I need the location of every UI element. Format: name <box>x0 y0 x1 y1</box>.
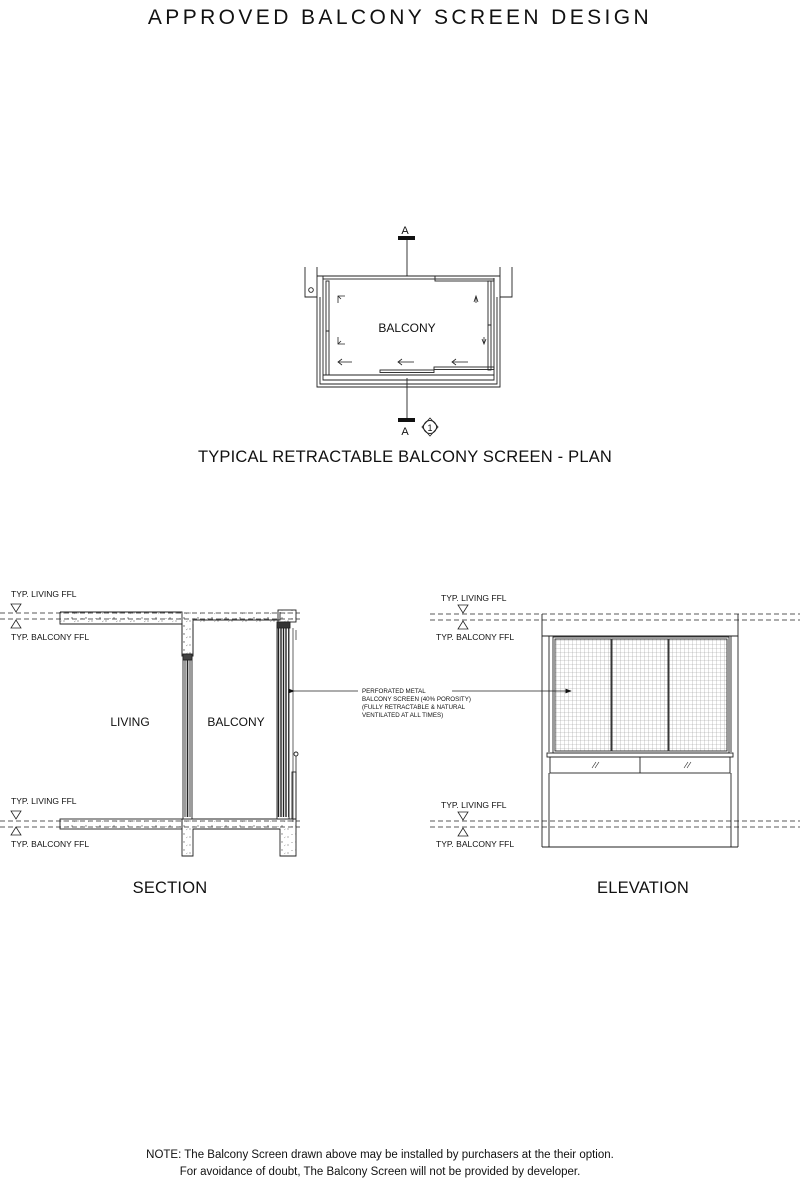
section-marker-bar-bottom <box>398 418 415 422</box>
plan-room-label: BALCONY <box>378 321 435 335</box>
section-bottom-slab-living <box>59 818 183 830</box>
section-marker-top: A <box>401 225 409 237</box>
plan-screen-panel-right-2 <box>487 324 492 371</box>
section-bottom-slab-balcony <box>181 818 297 857</box>
plan-parapet-mid <box>319 297 498 385</box>
elevation-screen-panel-1 <box>554 638 612 752</box>
section-sliding-door <box>182 653 193 820</box>
plan-retract-arrows <box>337 294 487 366</box>
elevation-top-beam <box>541 614 739 637</box>
elevation-level-top-lower: TYP. BALCONY FFL <box>436 632 514 642</box>
section-marker-bar-top <box>398 236 415 240</box>
elevation-screen-panel-3 <box>668 638 728 752</box>
elevation-view <box>430 604 800 848</box>
section-balcony-screen <box>276 621 294 822</box>
elevation-level-markers <box>457 604 469 837</box>
detail-reference-symbol <box>421 417 439 437</box>
elevation-level-bottom-upper: TYP. LIVING FFL <box>441 800 507 810</box>
plan-screen-panel-right <box>487 280 492 326</box>
glass-mark-icon <box>591 761 600 769</box>
section-balcony-label: BALCONY <box>207 715 264 729</box>
glass-mark-icon <box>683 761 692 769</box>
section-annotation: PERFORATED METAL BALCONY SCREEN (40% POR… <box>362 688 471 719</box>
section-level-top-lower: TYP. BALCONY FFL <box>11 632 89 642</box>
plan-wall-left <box>304 267 318 298</box>
section-top-beam <box>277 609 297 623</box>
plan-screen-panel-top-1 <box>322 275 436 280</box>
annotation-line-3: (FULLY RETRACTABLE & NATURAL <box>362 704 466 711</box>
elevation-screen-panel-2 <box>611 638 669 752</box>
plan-wall-right <box>499 267 513 298</box>
footer-note: NOTE: The Balcony Screen drawn above may… <box>0 1147 760 1181</box>
section-caption: SECTION <box>132 879 208 897</box>
plan-parapet-outer <box>316 297 501 388</box>
plan-parapet-inner <box>322 278 495 381</box>
plan-drain-icon <box>308 287 314 293</box>
section-railing-knob-icon <box>293 751 299 757</box>
annotation-line-2: BALCONY SCREEN (40% POROSITY) <box>362 696 471 703</box>
section-level-bottom-upper: TYP. LIVING FFL <box>11 796 77 806</box>
section-parapet <box>291 771 297 820</box>
section-living-label: LIVING <box>110 715 149 729</box>
elevation-sill <box>546 752 734 758</box>
footer-note-line-2: For avoidance of doubt, The Balcony Scre… <box>179 1166 581 1178</box>
plan-screen-panel-left <box>325 280 330 332</box>
plan-caption: TYPICAL RETRACTABLE BALCONY SCREEN - PLA… <box>197 448 613 466</box>
drawing-title: APPROVED BALCONY SCREEN DESIGN <box>147 6 653 29</box>
section-level-bottom-lower: TYP. BALCONY FFL <box>11 839 89 849</box>
plan-screen-panel-left-2 <box>325 330 330 376</box>
annotation-line-1: PERFORATED METAL <box>362 688 426 695</box>
section-view <box>0 603 358 857</box>
elevation-level-top-upper: TYP. LIVING FFL <box>441 593 507 603</box>
plan-screen-panel-top-2 <box>434 278 495 282</box>
detail-ref-number: 1 <box>427 423 432 433</box>
plan-view <box>304 236 513 437</box>
elevation-level-bottom-lower: TYP. BALCONY FFL <box>436 839 514 849</box>
plan-screen-panel-bottom-2 <box>433 366 495 370</box>
section-level-top-upper: TYP. LIVING FFL <box>11 589 77 599</box>
elevation-caption: ELEVATION <box>597 879 689 897</box>
section-marker-bottom: A <box>401 426 409 438</box>
footer-note-line-1: NOTE: The Balcony Screen drawn above may… <box>146 1149 614 1161</box>
plan-screen-panel-bottom-1 <box>379 369 435 373</box>
annotation-line-4: VENTILATED AT ALL TIMES) <box>362 712 443 719</box>
section-level-markers <box>10 603 22 836</box>
